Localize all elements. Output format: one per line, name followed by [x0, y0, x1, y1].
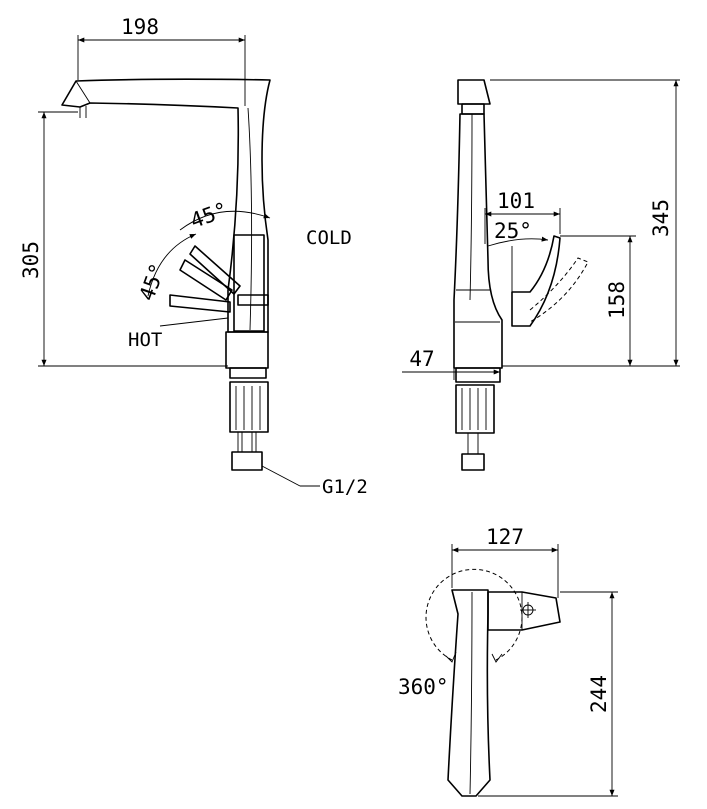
cold-label: COLD [306, 227, 352, 249]
front-spout-tip [79, 106, 87, 118]
front-hose-nut [231, 451, 263, 471]
front-thread-block [229, 381, 269, 433]
side-thread-block [455, 384, 495, 434]
side-handle [511, 235, 561, 327]
top-rotation-arrow-right [491, 653, 503, 663]
front-base-ring [225, 331, 269, 369]
front-lever-center [237, 294, 269, 306]
dim-158-label: 158 [605, 281, 629, 319]
side-angle-arc [487, 236, 549, 247]
top-body-outline [447, 589, 491, 797]
dim-47-label: 47 [409, 347, 434, 371]
front-thread-lines [235, 386, 261, 430]
front-lever-45 [179, 259, 233, 301]
side-spout-tip [461, 103, 485, 115]
front-arc-upper [179, 210, 271, 231]
top-rotation-label: 360° [398, 675, 449, 699]
dim-305-label: 305 [19, 241, 43, 279]
top-rotation-arrow-left [445, 651, 457, 663]
front-arc-lower [147, 233, 197, 297]
thread-label: G1/2 [322, 476, 368, 498]
side-hose-nut [461, 453, 485, 471]
side-thread-lines [461, 388, 487, 430]
hot-leader [159, 317, 229, 327]
side-spout-cap [457, 79, 491, 105]
dim-345-label: 345 [649, 199, 673, 237]
side-angle-label: 25° [494, 219, 532, 243]
dim-101-label: 101 [497, 189, 535, 213]
side-handle-rotated [529, 257, 589, 323]
side-body-centerline [469, 113, 473, 301]
front-spout-inner [75, 80, 91, 104]
front-hoses [237, 432, 257, 452]
side-view: 345 158 101 25° 47 [402, 79, 680, 471]
hot-label: HOT [128, 329, 162, 351]
front-spout-outline [61, 78, 271, 333]
thread-leader [261, 465, 301, 487]
side-body-outline [453, 113, 503, 369]
side-base [455, 367, 501, 383]
front-cartridge-band [233, 234, 265, 332]
front-body-centerline [247, 107, 253, 331]
top-handle [487, 591, 561, 631]
front-angle-lower-label: 45° [135, 260, 171, 304]
dim-127-label: 127 [486, 525, 524, 549]
front-view: 198 305 45° 45° COLD HOT G1/2 [19, 15, 368, 498]
front-base-lower [229, 367, 267, 379]
side-hoses [467, 433, 479, 454]
front-lever-up [189, 245, 241, 295]
front-lever-hot [169, 294, 231, 313]
top-body-centerline [469, 591, 473, 795]
front-angle-upper-label: 45° [187, 198, 231, 234]
dim-198-label: 198 [121, 15, 159, 39]
dim-244-label: 244 [587, 675, 611, 713]
top-rotation-circle [425, 568, 523, 661]
top-view: 360° 127 244 [398, 525, 618, 797]
